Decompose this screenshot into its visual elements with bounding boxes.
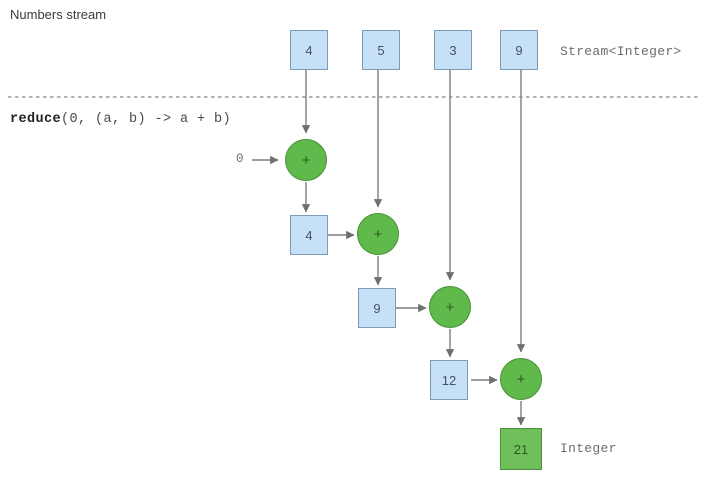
operation-label: reduce(0, (a, b) -> a + b) xyxy=(10,112,231,127)
operation-signature: (0, (a, b) -> a + b) xyxy=(61,112,232,127)
seed-value-label: 0 xyxy=(236,152,244,166)
operator-circle: + xyxy=(429,286,471,328)
result-box: 21 xyxy=(500,428,542,470)
input-box: 3 xyxy=(434,30,472,70)
stream-type-label: Stream<Integer> xyxy=(560,44,682,59)
input-box: 4 xyxy=(290,30,328,70)
result-type-label: Integer xyxy=(560,441,617,456)
operation-name: reduce xyxy=(10,112,62,127)
input-box: 9 xyxy=(500,30,538,70)
accumulator-box: 12 xyxy=(430,360,468,400)
input-box: 5 xyxy=(362,30,400,70)
operator-circle: + xyxy=(357,213,399,255)
page-title: Numbers stream xyxy=(10,7,107,22)
accumulator-box: 9 xyxy=(358,288,396,328)
operator-circle: + xyxy=(500,358,542,400)
accumulator-box: 4 xyxy=(290,215,328,255)
operator-circle: + xyxy=(285,139,327,181)
